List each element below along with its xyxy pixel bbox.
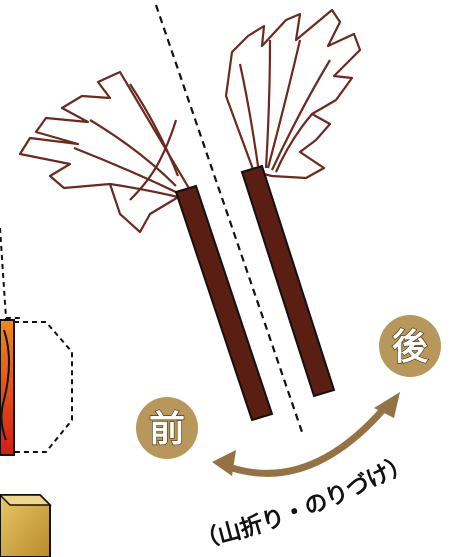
left-gohei: [18, 70, 274, 422]
left-paper-streamers: [18, 70, 192, 234]
fold-line: [154, 4, 304, 433]
front-label: 前: [149, 409, 185, 450]
back-label: 後: [392, 327, 429, 368]
left-stick: [174, 184, 274, 422]
right-paper-streamers: [224, 8, 362, 180]
right-gohei: [224, 8, 362, 398]
zoom-callout: [0, 227, 73, 456]
front-badge: 前: [136, 397, 198, 459]
gold-block: [0, 494, 52, 557]
right-stick: [240, 164, 336, 398]
double-headed-curved-arrow-icon: [212, 392, 400, 477]
back-badge: 後: [379, 315, 441, 377]
